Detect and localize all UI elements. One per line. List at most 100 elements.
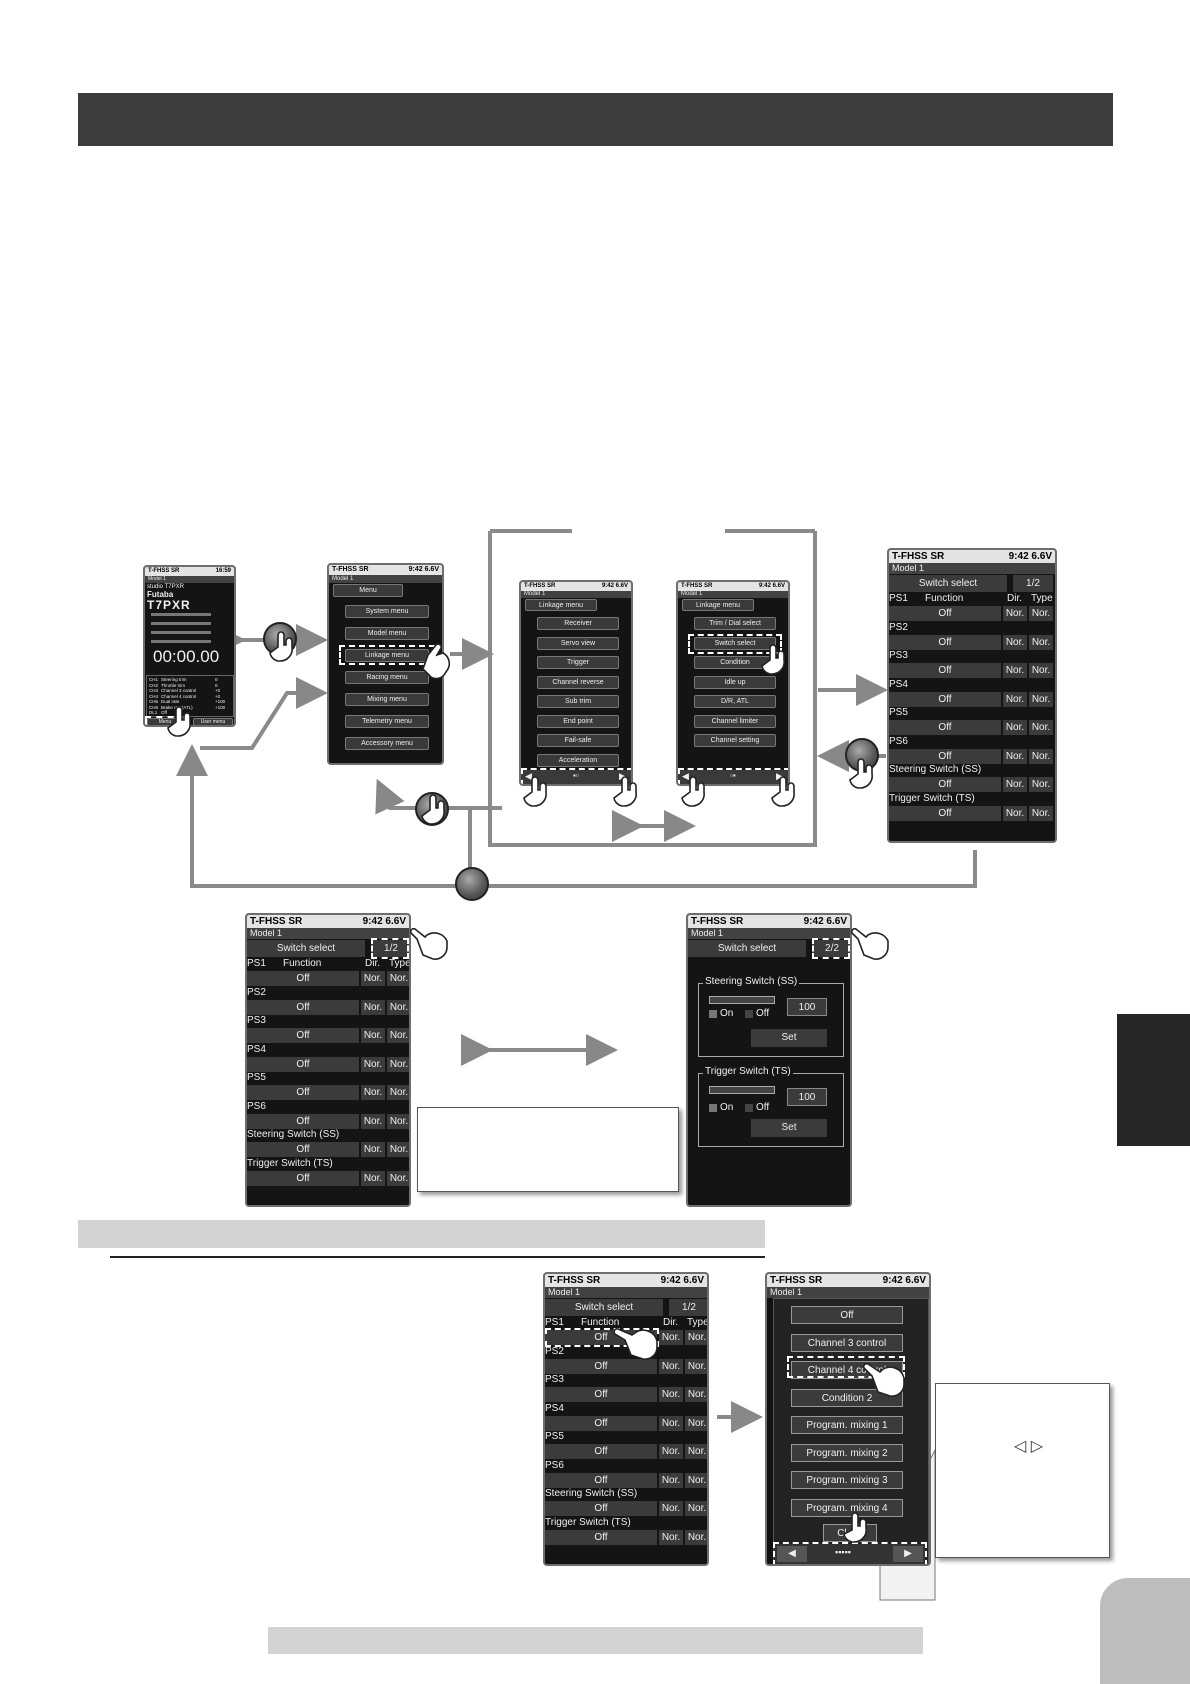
function-cell[interactable]: Off (889, 720, 1001, 735)
type-cell[interactable]: Nor. (387, 1028, 409, 1043)
page-indicator[interactable]: 1/2 (669, 1299, 707, 1316)
type-cell[interactable]: Nor. (685, 1415, 707, 1431)
dir-cell[interactable]: Nor. (1003, 691, 1027, 707)
type-cell[interactable]: Nor. (1029, 805, 1053, 821)
dir-cell[interactable]: Nor. (659, 1330, 683, 1345)
dir-cell[interactable]: Nor. (361, 999, 385, 1015)
function-cell[interactable]: Off (545, 1415, 657, 1431)
dir-cell[interactable]: Nor. (659, 1358, 683, 1374)
prev-page-icon[interactable]: ◀ (777, 1546, 807, 1562)
dir-cell[interactable]: Nor. (1003, 805, 1027, 821)
dir-cell[interactable]: Nor. (659, 1501, 683, 1516)
prev-page-icon[interactable]: ◀ (682, 771, 689, 781)
menu-item-model-menu[interactable]: Model menu (345, 627, 429, 640)
next-page-icon[interactable]: ▶ (776, 771, 783, 781)
linkage-item-acceleration[interactable]: Acceleration (537, 753, 619, 767)
type-cell[interactable]: Nor. (685, 1387, 707, 1402)
linkage-item-end-point[interactable]: End point (537, 714, 619, 728)
menu-item-mixing-menu[interactable]: Mixing menu (345, 693, 429, 706)
function-cell[interactable]: Off (545, 1501, 657, 1516)
type-cell[interactable]: Nor. (1029, 691, 1053, 707)
type-cell[interactable]: Nor. (685, 1330, 707, 1345)
type-cell[interactable]: Nor. (387, 1113, 409, 1129)
type-cell[interactable]: Nor. (685, 1444, 707, 1459)
dir-cell[interactable]: Nor. (1003, 748, 1027, 764)
popup-item-program-mixing-2[interactable]: Program. mixing 2 (791, 1443, 903, 1462)
dir-cell[interactable]: Nor. (361, 971, 385, 986)
next-page-icon[interactable]: ▶ (893, 1546, 923, 1562)
dir-cell[interactable]: Nor. (1003, 634, 1027, 650)
function-cell[interactable]: Off (247, 999, 359, 1015)
ts-value-field[interactable]: 100 (787, 1088, 827, 1106)
function-cell[interactable]: Off (247, 1085, 359, 1100)
linkage-item-trim-dial-select[interactable]: Trim / Dial select (694, 617, 776, 630)
type-cell[interactable]: Nor. (1029, 748, 1053, 764)
popup-item-program-mixing-4[interactable]: Program. mixing 4 (791, 1498, 903, 1517)
linkage-item-channel-limiter[interactable]: Channel limiter (694, 714, 776, 728)
dir-cell[interactable]: Nor. (361, 1085, 385, 1100)
function-cell[interactable]: Off (545, 1472, 657, 1488)
ss-set-button[interactable]: Set (751, 1029, 827, 1047)
dir-cell[interactable]: Nor. (361, 1113, 385, 1129)
linkage-item-channel-setting[interactable]: Channel setting (694, 734, 776, 747)
menu-item-system-menu[interactable]: System menu (345, 605, 429, 618)
function-cell[interactable]: Off (247, 1028, 359, 1043)
menu-item-accessory-menu[interactable]: Accessory menu (345, 737, 429, 750)
linkage-item-idle-up[interactable]: Idle up (694, 675, 776, 689)
dir-cell[interactable]: Nor. (1003, 663, 1027, 678)
function-cell[interactable]: Off (889, 634, 1001, 650)
type-cell[interactable]: Nor. (387, 1170, 409, 1186)
function-cell[interactable]: Off (545, 1387, 657, 1402)
dir-cell[interactable]: Nor. (361, 1142, 385, 1157)
ts-set-button[interactable]: Set (751, 1119, 827, 1137)
linkage-item-servo-view[interactable]: Servo view (537, 636, 619, 650)
function-cell[interactable]: Off (545, 1444, 657, 1459)
page-indicator[interactable]: 1/2 (1013, 575, 1053, 592)
dir-cell[interactable]: Nor. (659, 1529, 683, 1545)
function-cell[interactable]: Off (889, 748, 1001, 764)
dir-cell[interactable]: Nor. (361, 1028, 385, 1043)
type-cell[interactable]: Nor. (1029, 720, 1053, 735)
type-cell[interactable]: Nor. (685, 1529, 707, 1545)
type-cell[interactable]: Nor. (1029, 777, 1053, 792)
function-cell[interactable]: Off (889, 805, 1001, 821)
linkage-item-d-r-atl[interactable]: D/R, ATL (694, 695, 776, 708)
popup-item-program-mixing-1[interactable]: Program. mixing 1 (791, 1416, 903, 1434)
type-cell[interactable]: Nor. (685, 1358, 707, 1374)
linkage-item-fail-safe[interactable]: Fail-safe (537, 734, 619, 747)
dir-cell[interactable]: Nor. (361, 1056, 385, 1072)
linkage-item-trigger[interactable]: Trigger (537, 656, 619, 669)
type-cell[interactable]: Nor. (387, 999, 409, 1015)
popup-item-program-mixing-3[interactable]: Program. mixing 3 (791, 1471, 903, 1489)
next-page-icon[interactable]: ▶ (619, 771, 626, 781)
popup-item-condition-2[interactable]: Condition 2 (791, 1388, 903, 1407)
type-cell[interactable]: Nor. (387, 1056, 409, 1072)
dir-cell[interactable]: Nor. (659, 1415, 683, 1431)
type-cell[interactable]: Nor. (387, 971, 409, 986)
function-cell[interactable]: Off (889, 606, 1001, 621)
page-indicator[interactable]: 1/2 (371, 940, 409, 957)
type-cell[interactable]: Nor. (1029, 634, 1053, 650)
dir-cell[interactable]: Nor. (1003, 777, 1027, 792)
function-cell[interactable]: Off (545, 1529, 657, 1545)
dir-cell[interactable]: Nor. (659, 1472, 683, 1488)
linkage-item-channel-reverse[interactable]: Channel reverse (537, 675, 619, 689)
type-cell[interactable]: Nor. (387, 1085, 409, 1100)
linkage-item-sub-trim[interactable]: Sub trim (537, 695, 619, 708)
function-cell[interactable]: Off (247, 1113, 359, 1129)
dir-cell[interactable]: Nor. (361, 1170, 385, 1186)
dir-cell[interactable]: Nor. (1003, 720, 1027, 735)
timer-display[interactable]: 00:00.00 (153, 647, 220, 666)
type-cell[interactable]: Nor. (1029, 606, 1053, 621)
prev-page-icon[interactable]: ◀ (525, 771, 532, 781)
menu-item-racing-menu[interactable]: Racing menu (345, 671, 429, 684)
linkage-item-switch-select[interactable]: Switch select (694, 636, 776, 650)
menu-item-telemetry-menu[interactable]: Telemetry menu (345, 715, 429, 728)
function-cell[interactable]: Off (247, 971, 359, 986)
function-cell[interactable]: Off (247, 1170, 359, 1186)
type-cell[interactable]: Nor. (1029, 663, 1053, 678)
ss-value-field[interactable]: 100 (787, 998, 827, 1016)
function-cell[interactable]: Off (889, 663, 1001, 678)
user-menu-button[interactable]: User menu (193, 718, 233, 725)
type-cell[interactable]: Nor. (685, 1472, 707, 1488)
